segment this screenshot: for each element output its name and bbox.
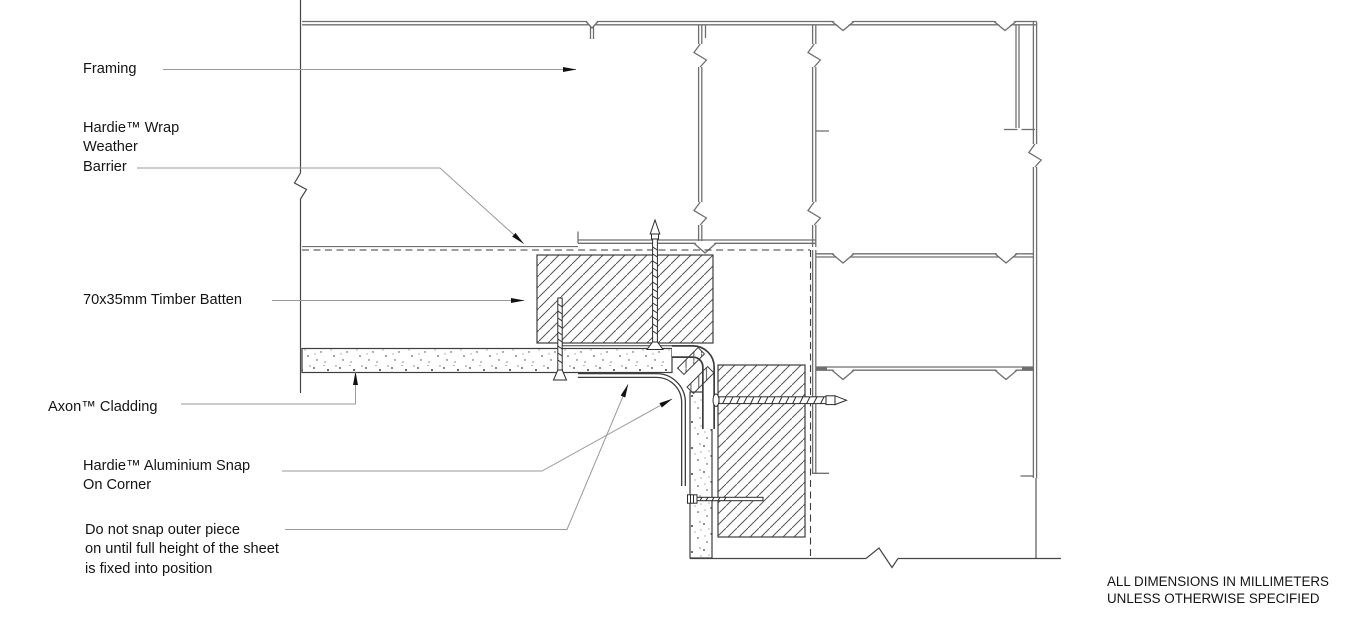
steel-framing — [302, 19, 1043, 558]
axon-cladding-sheets — [301, 347, 713, 559]
timber-battens — [536, 254, 806, 538]
label-weather-barrier: Hardie™ Wrap Weather Barrier — [83, 119, 180, 175]
timber-batten-top — [536, 254, 714, 344]
aluminium-snap-on-corner — [578, 345, 715, 486]
leader-lines — [137, 67, 673, 530]
snap-corner-outer-piece — [578, 372, 687, 486]
cladding-screw-horizontal — [687, 494, 764, 504]
batten-screw-vertical — [646, 218, 664, 350]
cladding-sheet-top — [301, 347, 673, 374]
leader-weather-barrier — [137, 167, 524, 244]
cladding-screw-vertical — [552, 297, 568, 381]
leader-instruction — [285, 384, 629, 530]
label-snap-corner: Hardie™ Aluminium Snap On Corner — [83, 457, 251, 494]
leader-cladding — [181, 371, 358, 405]
timber-batten-side — [717, 364, 806, 538]
fasteners — [552, 218, 848, 504]
batten-screw-horizontal — [712, 393, 848, 407]
cladding-sheet-side — [689, 391, 713, 559]
cut-lines — [293, 0, 1061, 569]
snap-corner-mitre-section-2 — [686, 365, 715, 395]
label-instruction: Do not snap outer piece on until full he… — [85, 521, 279, 577]
leader-snap-corner — [282, 398, 673, 472]
label-cladding: Axon™ Cladding — [48, 398, 158, 415]
snap-corner-mitre-section-1 — [676, 346, 706, 376]
dimensions-note: ALL DIMENSIONS IN MILLIMETERS UNLESS OTH… — [1107, 574, 1329, 606]
label-framing: Framing — [83, 61, 137, 77]
label-timber-batten: 70x35mm Timber Batten — [83, 292, 242, 308]
